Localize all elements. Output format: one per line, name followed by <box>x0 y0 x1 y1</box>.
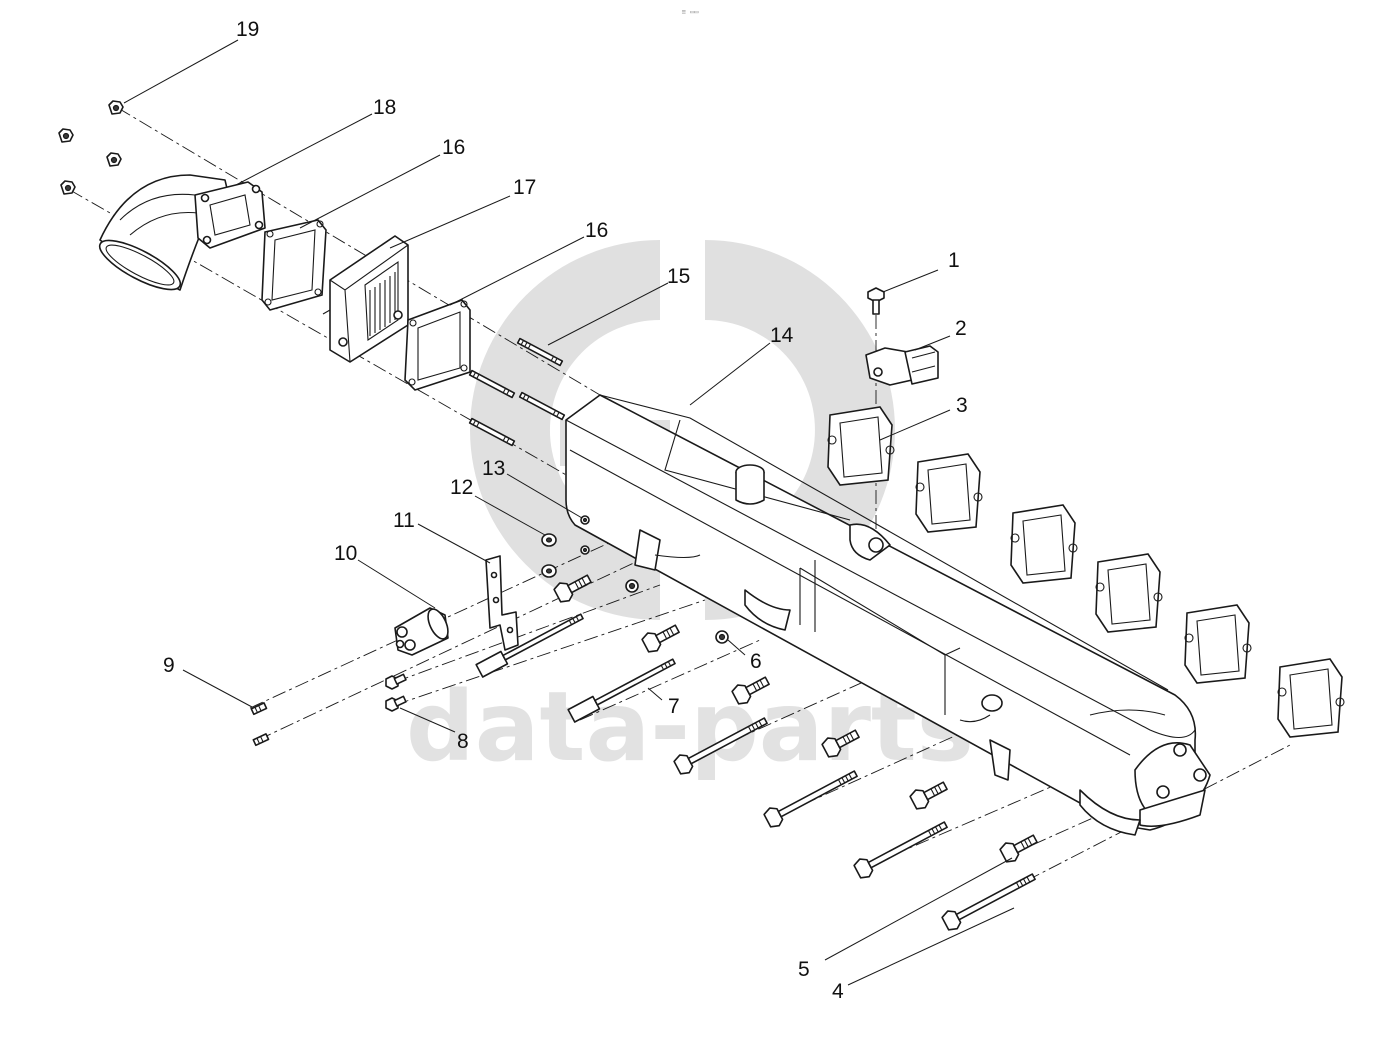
callout-3: 3 <box>956 394 968 417</box>
callout-13: 13 <box>482 457 505 480</box>
callout-5: 5 <box>798 958 810 981</box>
spacer-bolts <box>475 613 676 723</box>
callout-2: 2 <box>955 317 967 340</box>
callout-17: 17 <box>513 176 536 199</box>
callout-labels: 1 2 3 4 5 6 7 8 9 10 11 12 13 14 15 16 1… <box>163 18 968 1003</box>
long-bolts <box>673 717 1036 931</box>
callout-18: 18 <box>373 96 396 119</box>
callout-19: 19 <box>236 18 259 41</box>
heater-relay <box>394 607 449 656</box>
intake-heater <box>322 235 409 363</box>
inlet-elbow <box>98 174 266 291</box>
watermark-top-mark: ≡ ▭▭ <box>682 8 699 16</box>
callout-1: 1 <box>948 249 960 272</box>
manifold-gaskets <box>827 406 1345 738</box>
gasket-lower <box>404 299 471 391</box>
callout-16-upper: 16 <box>442 136 465 159</box>
callout-15: 15 <box>667 265 690 288</box>
sensor-screw <box>867 287 885 315</box>
flange-nuts <box>58 100 124 195</box>
callout-10: 10 <box>334 542 357 565</box>
intake-manifold <box>565 394 1211 836</box>
studs <box>468 337 566 447</box>
callout-11: 11 <box>393 509 415 532</box>
callout-12: 12 <box>450 476 473 499</box>
pressure-sensor <box>865 345 939 386</box>
callout-8: 8 <box>457 730 469 753</box>
leader-lines <box>123 39 1015 986</box>
small-screws <box>250 673 407 747</box>
callout-16-lower: 16 <box>585 219 608 242</box>
gasket-upper <box>261 219 327 311</box>
mounting-bracket <box>485 555 519 651</box>
short-bolts <box>553 574 1038 863</box>
callout-7: 7 <box>668 695 680 718</box>
callout-9: 9 <box>163 654 175 677</box>
callout-14: 14 <box>770 324 794 347</box>
washers-and-nuts <box>541 515 729 644</box>
callout-4: 4 <box>832 980 844 1003</box>
callout-6: 6 <box>750 650 762 673</box>
